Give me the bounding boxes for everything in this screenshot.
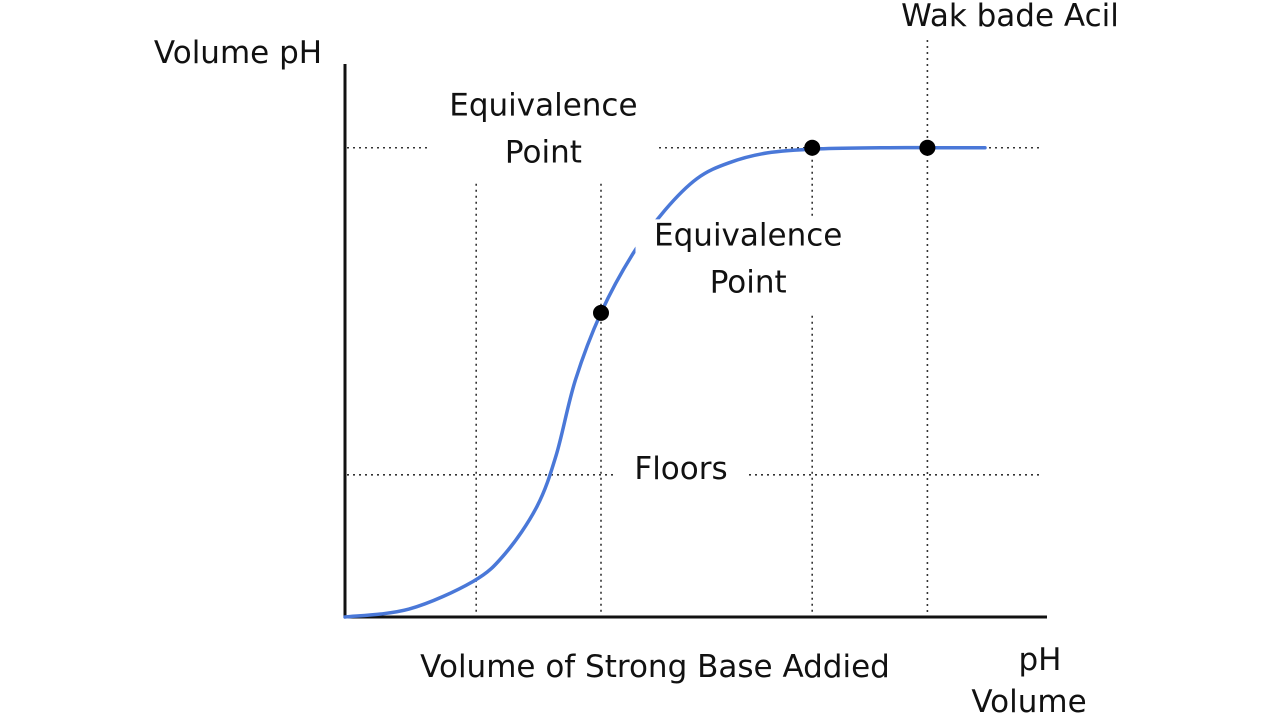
annotation-label: Point (505, 134, 582, 170)
axes (343, 64, 1047, 619)
annotation-background (635, 219, 861, 314)
annotation-background (616, 452, 746, 500)
titration-curve (343, 145, 987, 619)
equivalence-point-marker (919, 139, 936, 156)
secondary-x-label-line-2: Volume (971, 684, 1086, 720)
annotation-background (430, 89, 657, 183)
annotation-label: Equivalence (449, 87, 637, 123)
chart-title: Wak bade Acil (901, 0, 1119, 34)
y-axis-label: Volume pH (154, 35, 322, 71)
annotation-label: Floors (634, 451, 727, 487)
annotation-label: Point (710, 265, 787, 301)
equivalence-point-marker (593, 304, 609, 321)
annotation-label: Equivalence (654, 218, 842, 254)
equivalence-point-marker (804, 139, 821, 156)
secondary-x-label-line-1: pH (1019, 642, 1062, 678)
x-axis-label: Volume of Strong Base Addied (420, 649, 890, 685)
data-points (593, 139, 936, 321)
